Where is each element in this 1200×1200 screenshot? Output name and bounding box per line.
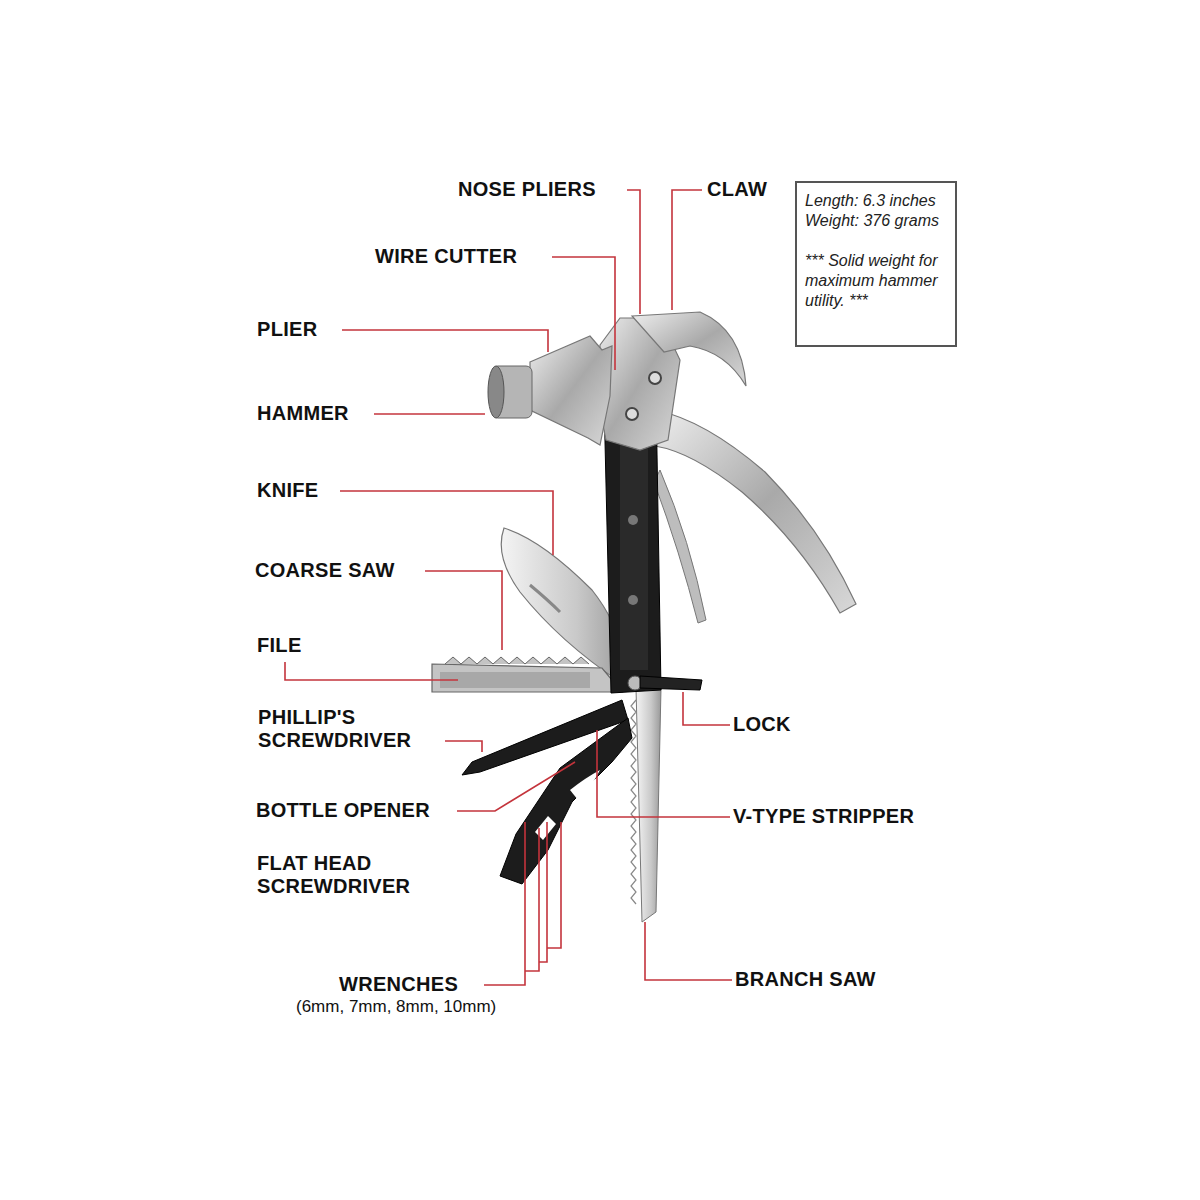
- spec-text: Weight: 376 grams: [805, 211, 947, 231]
- part-label: PLIER: [257, 318, 317, 341]
- part-label: KNIFE: [257, 479, 319, 502]
- part-label: LOCK: [733, 713, 791, 736]
- spec-text: *** Solid weight for maximum hammer util…: [805, 251, 947, 311]
- part-label: FLAT HEAD SCREWDRIVER: [257, 852, 457, 898]
- part-label: (6mm, 7mm, 8mm, 10mm): [296, 997, 496, 1017]
- spec-text: Length: 6.3 inches: [805, 191, 947, 211]
- part-label: BOTTLE OPENER: [256, 799, 430, 822]
- part-label: HAMMER: [257, 402, 349, 425]
- part-label: CLAW: [707, 178, 767, 201]
- part-label: WRENCHES: [339, 973, 458, 996]
- part-label: PHILLIP'S SCREWDRIVER: [258, 706, 458, 752]
- part-label: COARSE SAW: [255, 559, 395, 582]
- part-label: WIRE CUTTER: [375, 245, 517, 268]
- part-label: V-TYPE STRIPPER: [733, 805, 914, 828]
- part-label: NOSE PLIERS: [458, 178, 596, 201]
- part-label: FILE: [257, 634, 302, 657]
- part-label: BRANCH SAW: [735, 968, 876, 991]
- spec-box: Length: 6.3 inchesWeight: 376 grams *** S…: [795, 181, 957, 347]
